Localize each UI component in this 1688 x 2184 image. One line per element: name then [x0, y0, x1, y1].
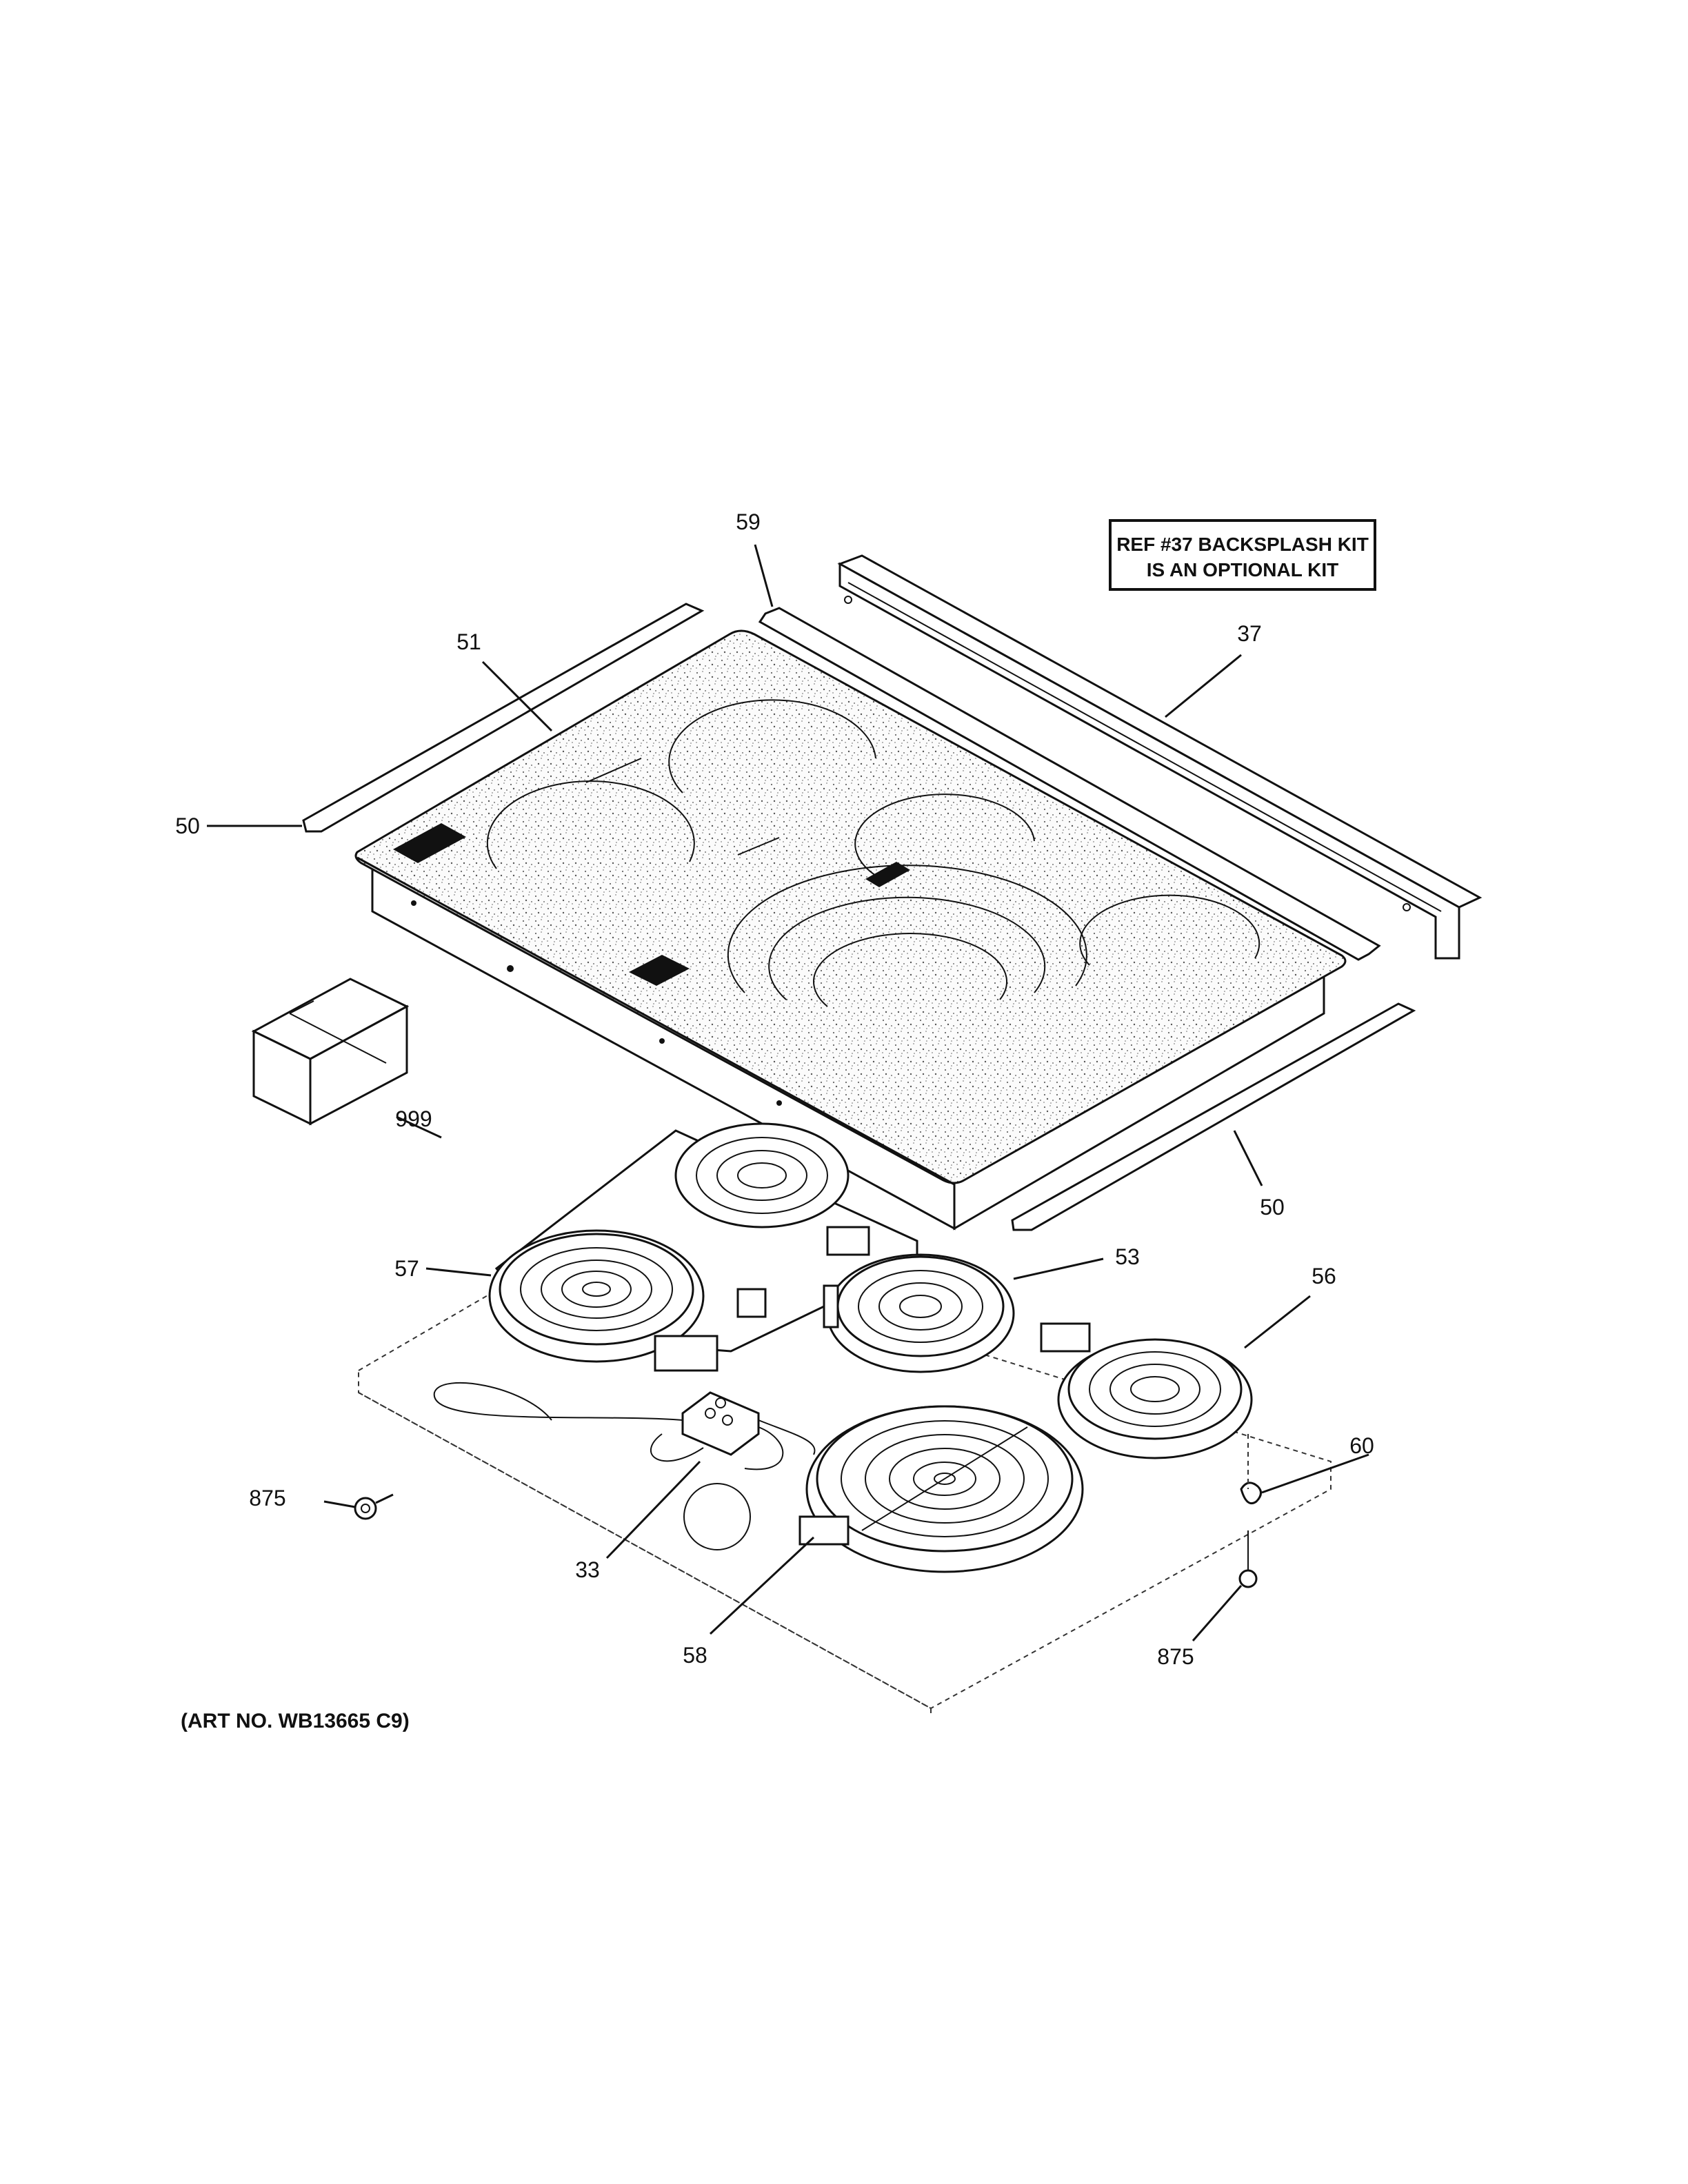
screw-part-875-right: [1238, 1434, 1258, 1588]
callout-33: 33: [575, 1557, 600, 1582]
callout-59: 59: [736, 509, 761, 534]
dual-element-part-57: [488, 1122, 918, 1372]
art-number: (ART NO. WB13665 C9): [181, 1710, 410, 1732]
surface-element-part-53: [823, 1253, 1015, 1373]
side-trim-right-part-50: [1011, 1002, 1416, 1231]
rear-trim-part-59: [758, 607, 1381, 961]
callout-50-left: 50: [175, 813, 200, 838]
note-line-2: IS AN OPTIONAL KIT: [1147, 559, 1338, 580]
leader-lines: [207, 544, 1369, 1641]
backsplash-kit-note: REF #37 BACKSPLASH KIT IS AN OPTIONAL KI…: [1109, 519, 1376, 591]
callout-51: 51: [456, 629, 481, 654]
clip-part-60: [1240, 1482, 1262, 1505]
callout-875-left: 875: [249, 1486, 285, 1510]
callout-57: 57: [394, 1256, 419, 1281]
surface-element-part-58: [798, 1405, 1084, 1573]
callout-50-right: 50: [1260, 1195, 1285, 1220]
callout-60: 60: [1349, 1433, 1374, 1458]
surface-element-part-56: [1040, 1322, 1253, 1459]
callout-37: 37: [1237, 621, 1262, 646]
terminal-block-part-33: [433, 1382, 816, 1550]
callout-58: 58: [683, 1643, 707, 1668]
note-line-1: REF #37 BACKSPLASH KIT: [1116, 534, 1369, 555]
side-trim-left-part-50: [302, 603, 705, 833]
callout-56: 56: [1312, 1264, 1336, 1288]
callout-53: 53: [1115, 1244, 1140, 1269]
backsplash-part-37: [837, 554, 1483, 960]
callout-999: 999: [395, 1106, 432, 1131]
screw-part-875-left: [354, 1493, 394, 1520]
callout-875-right: 875: [1157, 1644, 1194, 1669]
parts-box-999: [251, 978, 410, 1126]
